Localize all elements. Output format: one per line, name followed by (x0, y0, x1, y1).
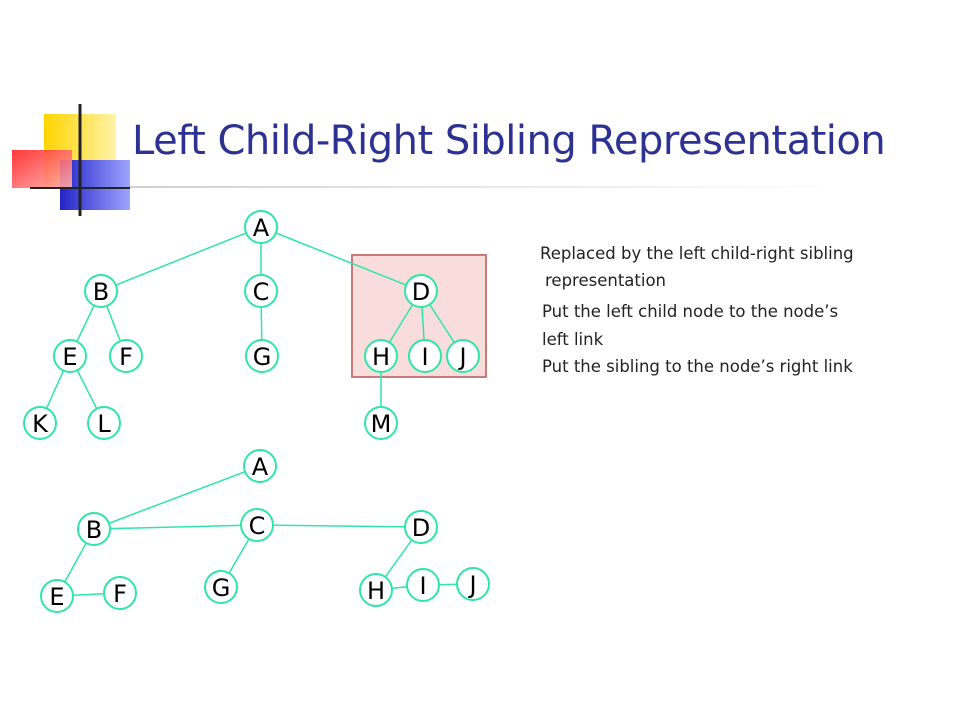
tree_original-node-c: C (244, 274, 278, 308)
tree_lcrs-node-b: B (77, 512, 111, 546)
node-circle (406, 568, 440, 602)
tree_original-node-l: L (87, 406, 121, 440)
node-label: B (86, 516, 102, 544)
title-underline-rule (130, 186, 850, 188)
tree_original-node-d: D (404, 274, 438, 308)
node-circle (204, 570, 238, 604)
node-circle (245, 339, 279, 373)
node-label: I (421, 343, 428, 371)
node-label: F (113, 580, 127, 608)
node-circle (243, 449, 277, 483)
note-line-2: representation (545, 271, 667, 290)
node-label: K (32, 410, 49, 438)
node-circle (404, 510, 438, 544)
tree_original-node-g: G (245, 339, 279, 373)
tree_lcrs-node-j: J (456, 567, 490, 601)
note-line-1: Replaced by the left child-right sibling (540, 244, 854, 263)
decorative-squares-graphic (12, 104, 850, 216)
node-circle (40, 579, 74, 613)
node-label: A (253, 214, 270, 242)
node-circle (446, 339, 480, 373)
note-line-5: Put the sibling to the node’s right link (542, 357, 853, 376)
tree_original-node-a: A (244, 210, 278, 244)
node-circle (408, 339, 442, 373)
node-label: D (412, 514, 430, 542)
deco-red-square (12, 150, 72, 188)
node-label: L (97, 410, 111, 438)
node-circle (77, 512, 111, 546)
tree_lcrs-edge-c-d (256, 524, 422, 528)
node-label: G (253, 343, 272, 371)
node-circle (364, 406, 398, 440)
node-circle (240, 508, 274, 542)
tree_original-node-h: H (364, 339, 398, 373)
node-circle (87, 406, 121, 440)
tree_lcrs-node-g: G (204, 570, 238, 604)
tree_lcrs-node-h: H (359, 573, 393, 607)
tree_original-edge-a-d (260, 226, 422, 292)
node-label: D (412, 278, 430, 306)
tree_lcrs-node-c: C (240, 508, 274, 542)
node-label: C (249, 512, 266, 540)
slide-title: Left Child-Right Sibling Representation (132, 118, 886, 164)
tree_original-node-f: F (109, 339, 143, 373)
tree_original-node-b: B (84, 274, 118, 308)
node-circle (364, 339, 398, 373)
node-label: I (419, 572, 426, 600)
node-circle (109, 339, 143, 373)
tree_lcrs-node-e: E (40, 579, 74, 613)
node-label: M (371, 410, 392, 438)
node-label: E (49, 583, 64, 611)
tree_original-node-e: E (53, 339, 87, 373)
tree_original-edge-a-b (100, 226, 262, 292)
note-line-4: left link (542, 330, 604, 349)
node-circle (53, 339, 87, 373)
tree_lcrs-node-i: I (406, 568, 440, 602)
node-label: J (467, 571, 476, 599)
node-label: B (93, 278, 109, 306)
tree_lcrs-node-f: F (103, 576, 137, 610)
node-label: J (457, 343, 466, 371)
tree_original-node-j: J (446, 339, 480, 373)
node-label: A (252, 453, 269, 481)
node-circle (244, 274, 278, 308)
node-label: H (367, 577, 385, 605)
node-circle (23, 406, 57, 440)
tree_lcrs-node-d: D (404, 510, 438, 544)
note-line-3: Put the left child node to the node’s (542, 302, 839, 321)
node-circle (244, 210, 278, 244)
node-circle (456, 567, 490, 601)
node-label: G (212, 574, 231, 602)
node-circle (404, 274, 438, 308)
node-label: H (372, 343, 390, 371)
node-circle (359, 573, 393, 607)
node-circle (84, 274, 118, 308)
tree_lcrs-edge-a-b (93, 465, 261, 530)
node-label: E (62, 343, 77, 371)
tree_lcrs-edge-b-c (93, 524, 258, 530)
tree_original-node-i: I (408, 339, 442, 373)
node-label: F (119, 343, 133, 371)
tree_original-node-k: K (23, 406, 57, 440)
tree_original-node-m: M (364, 406, 398, 440)
tree_lcrs-node-a: A (243, 449, 277, 483)
node-label: C (253, 278, 270, 306)
node-circle (103, 576, 137, 610)
